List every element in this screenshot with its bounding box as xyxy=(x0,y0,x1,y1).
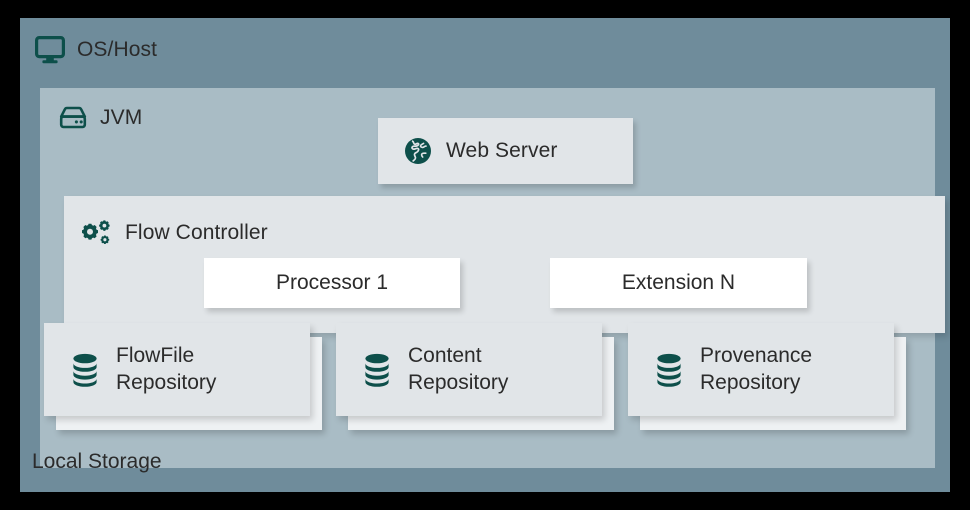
repository-row: FlowFile Repository xyxy=(20,18,950,492)
os-host-header: OS/Host xyxy=(35,36,157,64)
local-storage-label: Local Storage xyxy=(32,450,162,473)
database-icon xyxy=(362,352,392,388)
extension-n-label: Extension N xyxy=(621,271,736,294)
provenance-repository-label: Provenance Repository xyxy=(700,343,812,397)
flow-controller-label: Flow Controller xyxy=(125,221,268,244)
content-repository-label-line2: Repository xyxy=(408,370,509,394)
flowfile-repository-label-line2: Repository xyxy=(116,370,217,394)
web-server-label: Web Server xyxy=(446,139,558,162)
processor-1-label: Processor 1 xyxy=(275,271,389,294)
jvm-header: JVM xyxy=(58,106,142,130)
content-repository-label-line1: Content xyxy=(408,343,482,367)
globe-icon xyxy=(404,137,432,165)
provenance-repository-label-line1: Provenance xyxy=(700,343,813,367)
content-repository-card[interactable]: Content Repository xyxy=(336,323,602,416)
database-icon xyxy=(70,352,100,388)
flow-controller-panel: Flow Controller Processor 1 Extension N xyxy=(64,196,945,333)
flowfile-repository-label-line1: FlowFile xyxy=(116,343,195,367)
os-host-label: OS/Host xyxy=(77,38,158,61)
provenance-repository-card[interactable]: Provenance Repository xyxy=(628,323,894,416)
cogs-icon xyxy=(81,218,113,248)
extension-n-box[interactable]: Extension N xyxy=(550,258,807,308)
content-repository-label: Content Repository xyxy=(408,343,508,397)
flow-controller-header: Flow Controller xyxy=(81,218,268,248)
flowfile-repository-label: FlowFile Repository xyxy=(116,343,216,397)
provenance-repository[interactable]: Provenance Repository xyxy=(628,323,906,430)
processor-1-box[interactable]: Processor 1 xyxy=(204,258,460,308)
database-icon xyxy=(654,352,684,388)
jvm-label: JVM xyxy=(100,106,143,129)
web-server-box[interactable]: Web Server xyxy=(378,118,633,184)
os-host-panel: OS/Host JVM xyxy=(20,18,950,492)
content-repository[interactable]: Content Repository xyxy=(336,323,614,430)
flowfile-repository-card[interactable]: FlowFile Repository xyxy=(44,323,310,416)
flowfile-repository[interactable]: FlowFile Repository xyxy=(44,323,322,430)
provenance-repository-label-line2: Repository xyxy=(700,370,801,394)
desktop-monitor-icon xyxy=(35,36,65,64)
server-drive-icon xyxy=(58,106,88,130)
